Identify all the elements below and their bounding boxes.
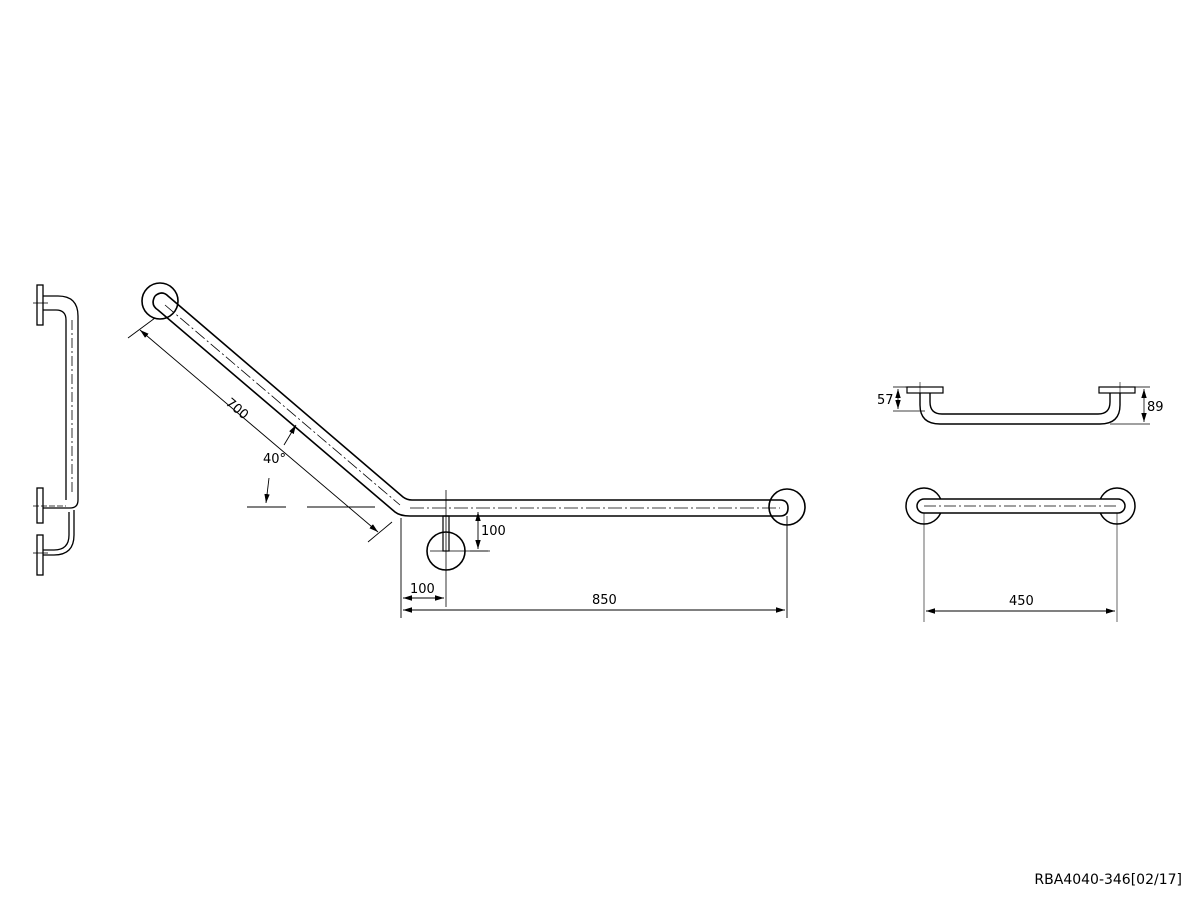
horizontal-offset-label: 100 — [410, 582, 435, 597]
vertical-offset-label: 100 — [481, 524, 506, 539]
angle-label: 40° — [263, 452, 286, 467]
angled-length-label: 700 — [222, 396, 251, 423]
angled-rail-view — [127, 282, 806, 618]
side-view — [33, 284, 79, 576]
flange-height-label: 57 — [877, 393, 894, 408]
reference-code: RBA4040-346[02/17] — [1034, 872, 1182, 888]
projection-label: 89 — [1147, 400, 1164, 415]
straight-length-label: 450 — [1009, 594, 1034, 609]
horizontal-length-label: 850 — [592, 593, 617, 608]
straight-rail-side-view — [893, 382, 1150, 425]
straight-rail-plan-view — [905, 487, 1136, 622]
